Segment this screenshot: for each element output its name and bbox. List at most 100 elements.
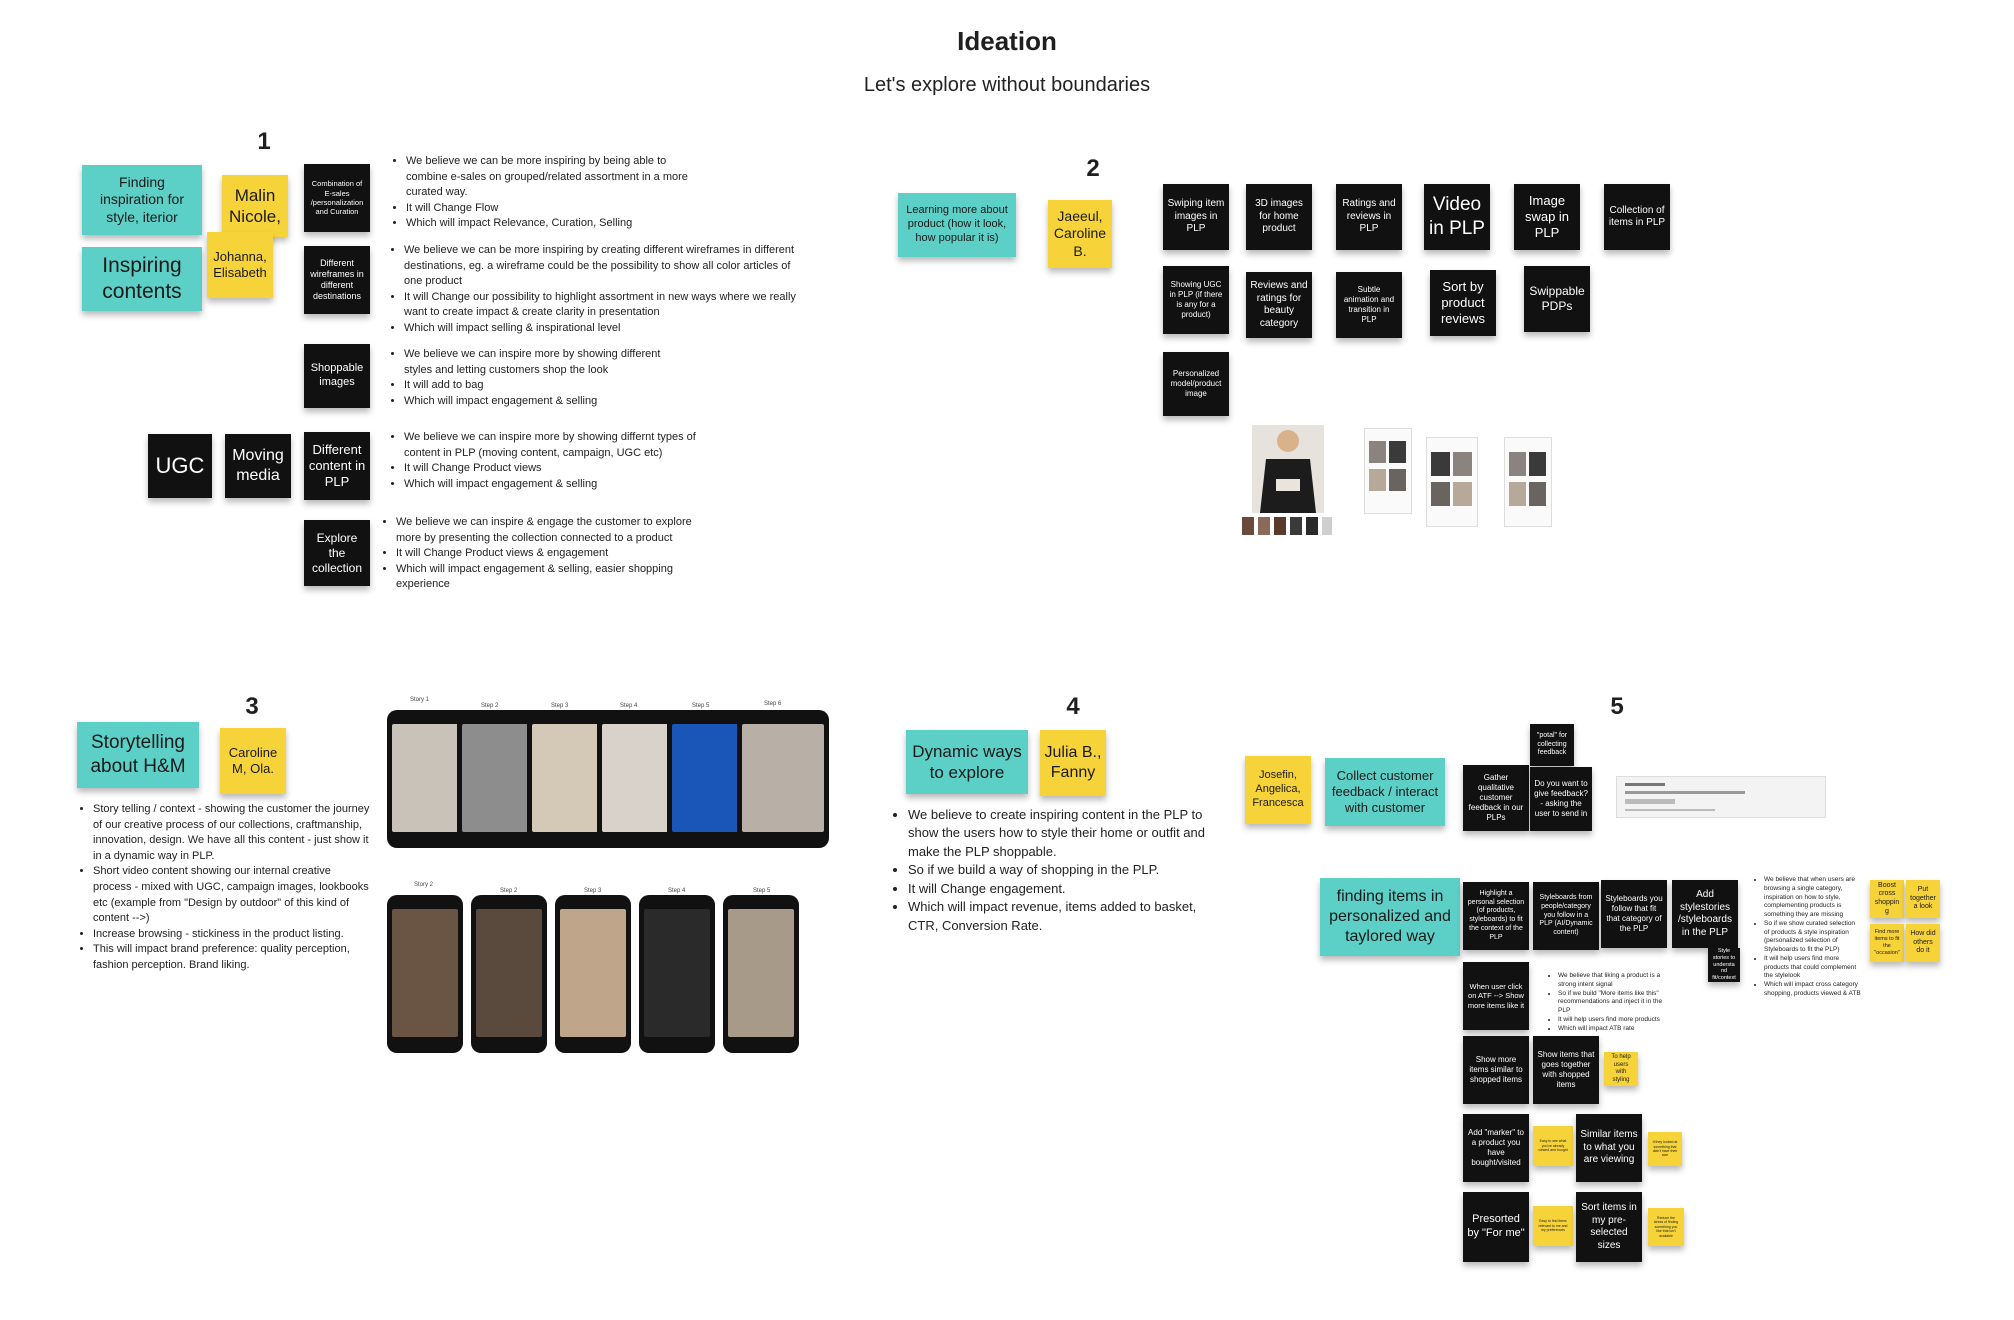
topic-note-collect-feedback[interactable]: Collect customer feedback / interact wit… — [1325, 758, 1445, 826]
bullet: We believe we can be more inspiring by b… — [406, 154, 692, 201]
outcome-note-relevant-items[interactable]: Easy to find items relevant to me and my… — [1533, 1206, 1573, 1246]
idea-note-personalized-model[interactable]: Personalized model/product image — [1163, 352, 1229, 416]
idea-note-when-user-click[interactable]: When user click on ATF --> Show more ite… — [1463, 962, 1529, 1030]
bullet: Which will impact revenue, items added t… — [908, 898, 1212, 935]
outcome-note-boost-cross-shopping[interactable]: Boost cross shopping — [1870, 880, 1904, 918]
people-note-johanna-elisabeth[interactable]: Johanna, Elisabeth — [207, 232, 273, 298]
plp-example-image-1 — [1364, 428, 1412, 514]
bullet: It will Change Product views — [404, 461, 710, 477]
people-note-julia-fanny[interactable]: Julia B., Fanny — [1040, 730, 1106, 796]
idea-note-gather-feedback[interactable]: Gather qualitative customer feedback in … — [1463, 765, 1529, 831]
topic-note-storytelling[interactable]: Storytelling about H&M — [77, 722, 199, 788]
topic-note-learning-more[interactable]: Learning more about product (how it look… — [898, 193, 1016, 257]
phone-mockup — [723, 895, 799, 1053]
outcome-note-size-available[interactable]: If they looked at something that didn't … — [1648, 1132, 1682, 1166]
outcome-note-reduce-stress[interactable]: Reduce the stress of finding something y… — [1648, 1208, 1684, 1246]
idea-note-add-stylestories[interactable]: Add stylestories /styleboards in the PLP — [1672, 880, 1738, 948]
swatch-thumbnail[interactable] — [1322, 517, 1332, 535]
idea-note-give-feedback[interactable]: Do you want to give feedback? - asking t… — [1530, 767, 1592, 831]
swatch-thumbnail[interactable] — [1258, 517, 1270, 535]
idea-note-image-swap[interactable]: Image swap in PLP — [1514, 184, 1580, 250]
topic-note-finding-items[interactable]: finding items in personalized and taylor… — [1320, 878, 1460, 956]
bullet: So if we build "More items like this" re… — [1558, 990, 1668, 1016]
phone-mockup — [555, 895, 631, 1053]
section-number-4: 4 — [1066, 693, 1080, 720]
phone-mockup — [737, 710, 829, 848]
idea-note-highlight-selection[interactable]: Highlight a personal selection (of produ… — [1463, 882, 1529, 950]
bullet: We believe that liking a product is a st… — [1558, 972, 1668, 990]
outcome-note-help-styling[interactable]: To help users with styling — [1604, 1052, 1638, 1086]
section-number-3: 3 — [245, 693, 259, 720]
idea-note-moving-media[interactable]: Moving media — [225, 434, 291, 498]
idea-note-styleboards-follow[interactable]: Styleboards you follow that fit that cat… — [1601, 880, 1667, 948]
swatch-thumbnail[interactable] — [1306, 517, 1318, 535]
idea-note-collection-items[interactable]: Collection of items in PLP — [1604, 184, 1670, 250]
idea-note-ratings-reviews[interactable]: Ratings and reviews in PLP — [1336, 184, 1402, 250]
bullet: It will Change Flow — [406, 201, 692, 217]
idea-note-shoppable-images[interactable]: Shoppable images — [304, 344, 370, 408]
idea-note-styleboards-people[interactable]: Styleboards from people/category you fol… — [1533, 882, 1599, 950]
idea-note-show-together[interactable]: Show items that goes together with shopp… — [1533, 1036, 1599, 1104]
swatch-thumbnail[interactable] — [1290, 517, 1302, 535]
topic-note-finding-inspiration[interactable]: Finding inspiration for style, iterior — [82, 165, 202, 235]
story-step-label: Story 1 — [410, 697, 430, 703]
idea-note-explore-collection[interactable]: Explore the collection — [304, 520, 370, 586]
storytelling-description: Story telling / context - showing the cu… — [79, 802, 371, 974]
story-step-label: Step 5 — [692, 703, 710, 709]
idea-note-swiping-images[interactable]: Swiping item images in PLP — [1163, 184, 1229, 250]
bullet: We believe we can be more inspiring by c… — [404, 243, 810, 290]
feedback-form-screenshot — [1616, 776, 1826, 818]
swatch-thumbnail[interactable] — [1274, 517, 1286, 535]
page-subtitle: Let's explore without boundaries — [863, 74, 1151, 96]
idea-note-ugc[interactable]: UGC — [148, 434, 212, 498]
jacket-illustration — [1260, 430, 1316, 513]
story-step-label: Step 2 — [500, 888, 518, 894]
bullet: It will Change our possibility to highli… — [404, 290, 810, 321]
swatch-thumbnail[interactable] — [1242, 517, 1254, 535]
idea-note-presorted[interactable]: Presorted by "For me" — [1463, 1192, 1529, 1262]
idea-note-showing-ugc[interactable]: Showing UGC in PLP (if there is any for … — [1163, 266, 1229, 334]
idea-note-3d-images[interactable]: 3D images for home product — [1246, 184, 1312, 250]
idea-note-portal-feedback[interactable]: "potal" for collecting feedback — [1530, 724, 1574, 766]
idea-note-combination-esales[interactable]: Combination of E-sales /personalization … — [304, 164, 370, 232]
idea-note-style-stories[interactable]: Style stories to understand fit/context — [1708, 948, 1740, 982]
idea-note-sort-sizes[interactable]: Sort items in my pre-selected sizes — [1576, 1192, 1642, 1262]
story-step-label: Step 3 — [584, 888, 602, 894]
idea-note-reviews-beauty[interactable]: Reviews and ratings for beauty category — [1246, 272, 1312, 338]
idea-note-add-marker[interactable]: Add "marker" to a product you have bough… — [1463, 1114, 1529, 1182]
people-note-caroline-ola[interactable]: Caroline M, Ola. — [220, 728, 286, 794]
topic-note-dynamic-ways[interactable]: Dynamic ways to explore — [906, 730, 1028, 794]
bullet: It will Change engagement. — [908, 880, 1212, 898]
story-step-label: Story 2 — [414, 882, 434, 888]
idea-note-video-plp[interactable]: Video in PLP — [1424, 184, 1490, 250]
bullet: It will add to bag — [404, 378, 690, 394]
people-note-jaeeul-caroline[interactable]: Jaeeul, Caroline B. — [1048, 200, 1112, 268]
section-number-1: 1 — [257, 128, 271, 155]
bullet: Which will impact cross category shoppin… — [1764, 981, 1862, 999]
idea-note-different-content-plp[interactable]: Different content in PLP — [304, 432, 370, 500]
idea-description-5: We believe we can inspire & engage the c… — [382, 515, 692, 593]
bullet: We believe we can inspire & engage the c… — [396, 515, 692, 546]
story-step-label: Step 6 — [764, 701, 782, 707]
idea-note-different-wireframes[interactable]: Different wireframes in different destin… — [304, 246, 370, 314]
plp-example-image-3 — [1504, 437, 1552, 527]
idea-description-3: We believe we can inspire more by showin… — [390, 347, 690, 409]
bullet: Which will impact engagement & selling — [404, 394, 690, 410]
idea-note-sort-reviews[interactable]: Sort by product reviews — [1430, 270, 1496, 336]
outcome-note-find-more-items[interactable]: Find more items to fit the "occasion" — [1870, 924, 1904, 962]
idea-note-swippable-pdps[interactable]: Swippable PDPs — [1524, 266, 1590, 332]
stylestories-description: We believe that when users are browsing … — [1750, 876, 1862, 999]
bullet: We believe we can inspire more by showin… — [404, 430, 710, 461]
idea-note-similar-items[interactable]: Similar items to what you are viewing — [1576, 1114, 1642, 1182]
outcome-note-put-together-look[interactable]: Put together a look — [1906, 880, 1940, 918]
outcome-note-how-did-others[interactable]: How did others do it — [1906, 924, 1940, 962]
topic-note-inspiring-contents[interactable]: Inspiring contents — [82, 247, 202, 311]
idea-note-show-similar[interactable]: Show more items similar to shopped items — [1463, 1036, 1529, 1104]
people-note-josefin-angelica-francesca[interactable]: Josefin, Angelica, Francesca — [1245, 756, 1311, 824]
people-note-malin-nicole[interactable]: Malin Nicole, — [222, 175, 288, 237]
story-step-label: Step 5 — [753, 888, 771, 894]
story-step-label: Step 3 — [551, 703, 569, 709]
bullet: Story telling / context - showing the cu… — [93, 802, 371, 864]
outcome-note-easy-see-viewed[interactable]: Easy to see what you've already viewed a… — [1533, 1126, 1573, 1166]
idea-note-subtle-animation[interactable]: Subtle animation and transition in PLP — [1336, 272, 1402, 338]
